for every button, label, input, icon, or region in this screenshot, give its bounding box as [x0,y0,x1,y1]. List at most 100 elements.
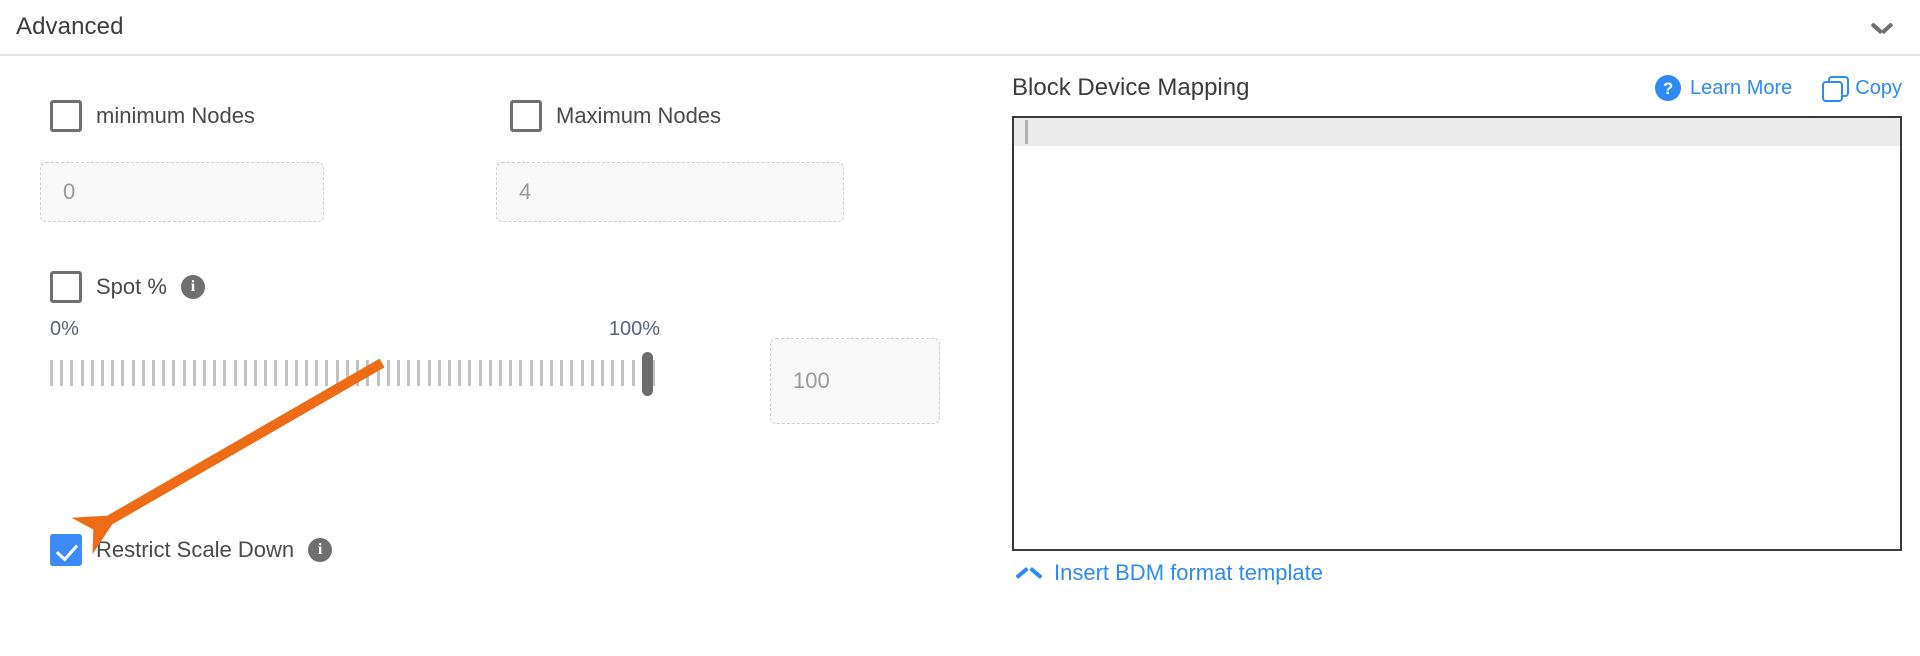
bdm-code-editor[interactable] [1012,116,1902,551]
copy-icon [1822,76,1850,102]
slider-tick [203,360,207,386]
slider-tick [631,360,635,386]
bdm-title: Block Device Mapping [1012,74,1250,101]
slider-tick [345,360,349,386]
slider-max-label: 100% [608,318,660,340]
slider-tick [141,360,145,386]
max-nodes-row: Maximum Nodes [510,100,721,132]
slider-tick [80,360,84,386]
spot-percent-label: Spot % [96,274,167,299]
slider-tick [407,360,411,386]
spot-percent-slider-group: 0% 100% [50,318,660,396]
slider-tick [427,360,431,386]
bdm-header: Block Device Mapping ? Learn More Copy [1012,56,1902,106]
slider-tick [437,360,441,386]
copy-label: Copy [1855,76,1902,99]
slider-tick [376,360,380,386]
copy-button[interactable]: Copy [1822,76,1902,102]
left-column: minimum Nodes 0 Maximum Nodes 4 Spot % i… [0,56,980,656]
slider-tick [396,360,400,386]
max-nodes-checkbox[interactable] [510,100,542,132]
slider-tick [121,360,125,386]
slider-tick [458,360,462,386]
slider-ticks [50,360,655,386]
slider-tick [498,360,502,386]
insert-bdm-template-link[interactable]: Insert BDM format template [1018,560,1323,586]
chevron-up-icon [1018,567,1040,579]
spot-percent-slider[interactable] [50,352,660,396]
slider-tick [70,360,74,386]
slider-labels: 0% 100% [50,318,660,344]
info-icon[interactable]: i [308,538,333,562]
slider-tick [570,360,574,386]
slider-tick [549,360,553,386]
slider-tick [539,360,543,386]
min-nodes-input[interactable]: 0 [40,162,324,222]
editor-active-line [1014,118,1900,146]
slider-tick [600,360,604,386]
learn-more-button[interactable]: ? Learn More [1655,75,1792,101]
restrict-scale-down-row: Restrict Scale Down i [50,534,333,566]
slider-tick [519,360,523,386]
max-nodes-input[interactable]: 4 [496,162,844,222]
slider-tick [580,360,584,386]
collapse-section-button[interactable] [1862,7,1902,47]
slider-tick [529,360,533,386]
help-circle-icon: ? [1655,75,1682,101]
slider-tick [60,360,64,386]
slider-tick [213,360,217,386]
min-nodes-row: minimum Nodes [50,100,255,132]
slider-tick [509,360,513,386]
slider-tick [590,360,594,386]
spot-percent-checkbox[interactable] [50,271,82,303]
slider-tick [111,360,115,386]
slider-tick [50,360,53,386]
page-title: Advanced [16,13,124,40]
text-cursor [1025,120,1028,144]
restrict-scale-down-label: Restrict Scale Down [96,537,295,562]
slider-tick [621,360,625,386]
slider-tick [162,360,166,386]
slider-tick [651,360,655,386]
bdm-actions: ? Learn More Copy [1655,75,1902,102]
slider-tick [233,360,237,386]
slider-tick [560,360,564,386]
slider-tick [182,360,186,386]
slider-tick [325,360,329,386]
slider-tick [447,360,451,386]
max-nodes-label: Maximum Nodes [556,103,722,128]
slider-tick [172,360,176,386]
slider-tick [101,360,105,386]
slider-tick [243,360,247,386]
slider-tick [478,360,482,386]
info-icon[interactable]: i [180,275,205,299]
slider-tick [131,360,135,386]
slider-tick [284,360,288,386]
slider-tick [192,360,196,386]
slider-tick [152,360,156,386]
slider-tick [468,360,472,386]
slider-tick [274,360,278,386]
slider-tick [417,360,421,386]
slider-tick [335,360,339,386]
spot-percent-value-input[interactable]: 100 [770,338,940,424]
slider-tick [223,360,227,386]
restrict-scale-down-checkbox[interactable] [50,534,82,566]
slider-tick [305,360,309,386]
slider-tick [611,360,615,386]
slider-tick [366,360,370,386]
slider-tick [294,360,298,386]
slider-tick [264,360,268,386]
slider-min-label: 0% [50,318,79,340]
min-nodes-label: minimum Nodes [96,103,255,128]
block-device-mapping-panel: Block Device Mapping ? Learn More Copy I… [1012,56,1902,586]
chevron-down-icon [1872,22,1892,33]
slider-tick [315,360,319,386]
min-nodes-checkbox[interactable] [50,100,82,132]
slider-tick [254,360,258,386]
slider-thumb[interactable] [642,352,653,396]
slider-tick [90,360,94,386]
spot-percent-row: Spot % i [50,271,205,303]
insert-bdm-template-label: Insert BDM format template [1054,560,1323,585]
